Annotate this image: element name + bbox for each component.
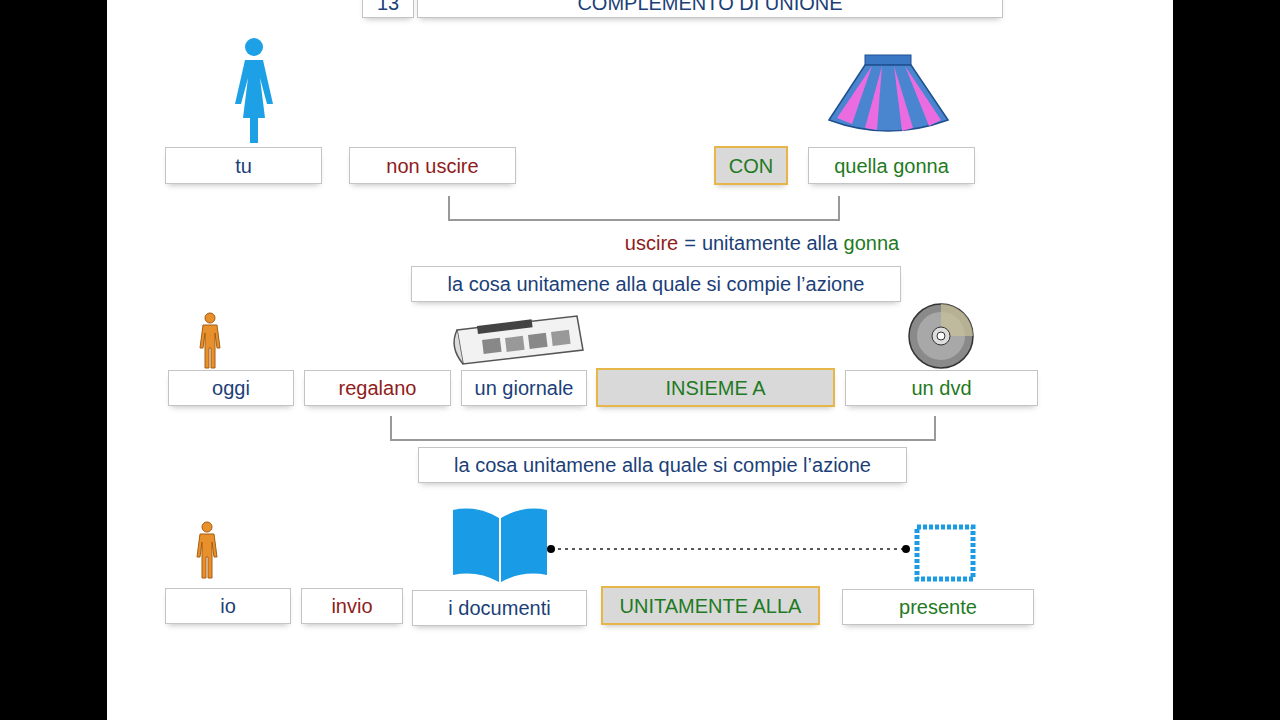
formula-text: gonna: [844, 232, 900, 254]
box-text: quella gonna: [834, 155, 949, 177]
preposition-box: INSIEME A: [596, 368, 835, 407]
definition-box: la cosa unitamene alla quale si compie l…: [418, 447, 907, 483]
number-box: 13: [362, 0, 414, 18]
verb-box: invio: [301, 588, 403, 624]
box-text: CON: [729, 155, 773, 177]
dotted-link: [547, 545, 910, 553]
box-text: regalano: [339, 377, 417, 399]
subject-box: io: [165, 588, 291, 624]
verb-box: non uscire: [349, 147, 516, 184]
box-text: 13: [377, 0, 399, 14]
box-text: COMPLEMENTO DI UNIONE: [577, 0, 842, 14]
complement-box: presente: [842, 589, 1034, 625]
preposition-box: UNITAMENTE ALLA: [601, 586, 820, 625]
box-text: la cosa unitamene alla quale si compie l…: [448, 273, 865, 295]
dvd-disc: [909, 304, 973, 368]
formula-text: =: [684, 232, 696, 254]
book-drawing: [453, 509, 547, 582]
complement-box: quella gonna: [808, 147, 975, 184]
box-text: INSIEME A: [665, 377, 765, 399]
object-box: i documenti: [412, 590, 587, 626]
bracket: [391, 416, 935, 440]
box-text: un giornale: [475, 377, 574, 399]
skirt-drawing: [829, 55, 948, 131]
formula-text: unitamente alla: [702, 232, 838, 254]
subject-box: tu: [165, 147, 322, 184]
newspaper-drawing: [454, 316, 583, 364]
person-icon: [197, 522, 217, 578]
verb-box: regalano: [304, 370, 451, 406]
subject-box: oggi: [168, 370, 294, 406]
definition-box: la cosa unitamene alla quale si compie l…: [411, 266, 901, 302]
title-box: COMPLEMENTO DI UNIONE: [417, 0, 1003, 18]
box-text: invio: [331, 595, 372, 617]
label-row: uscire = unitamente alla gonna: [462, 232, 1062, 254]
preposition-box: CON: [714, 146, 788, 185]
box-text: i documenti: [448, 597, 550, 619]
box-text: un dvd: [911, 377, 971, 399]
page: 13 COMPLEMENTO DI UNIONE tu non uscire CON qu…: [107, 0, 1173, 720]
stamp-drawing: [917, 527, 973, 579]
complement-box: un dvd: [845, 370, 1038, 406]
node-layer: 13 COMPLEMENTO DI UNIONE tu non uscire CON qu…: [107, 0, 1173, 720]
box-text: presente: [899, 596, 977, 618]
box-text: UNITAMENTE ALLA: [620, 595, 802, 617]
formula-text: uscire: [625, 232, 678, 254]
bracket: [449, 196, 839, 220]
box-text: tu: [235, 155, 252, 177]
box-text: oggi: [212, 377, 250, 399]
object-box: un giornale: [461, 370, 587, 406]
woman-figure: [235, 38, 273, 143]
person-icon: [200, 313, 220, 368]
box-text: non uscire: [386, 155, 478, 177]
box-text: io: [220, 595, 236, 617]
box-text: la cosa unitamene alla quale si compie l…: [454, 454, 871, 476]
